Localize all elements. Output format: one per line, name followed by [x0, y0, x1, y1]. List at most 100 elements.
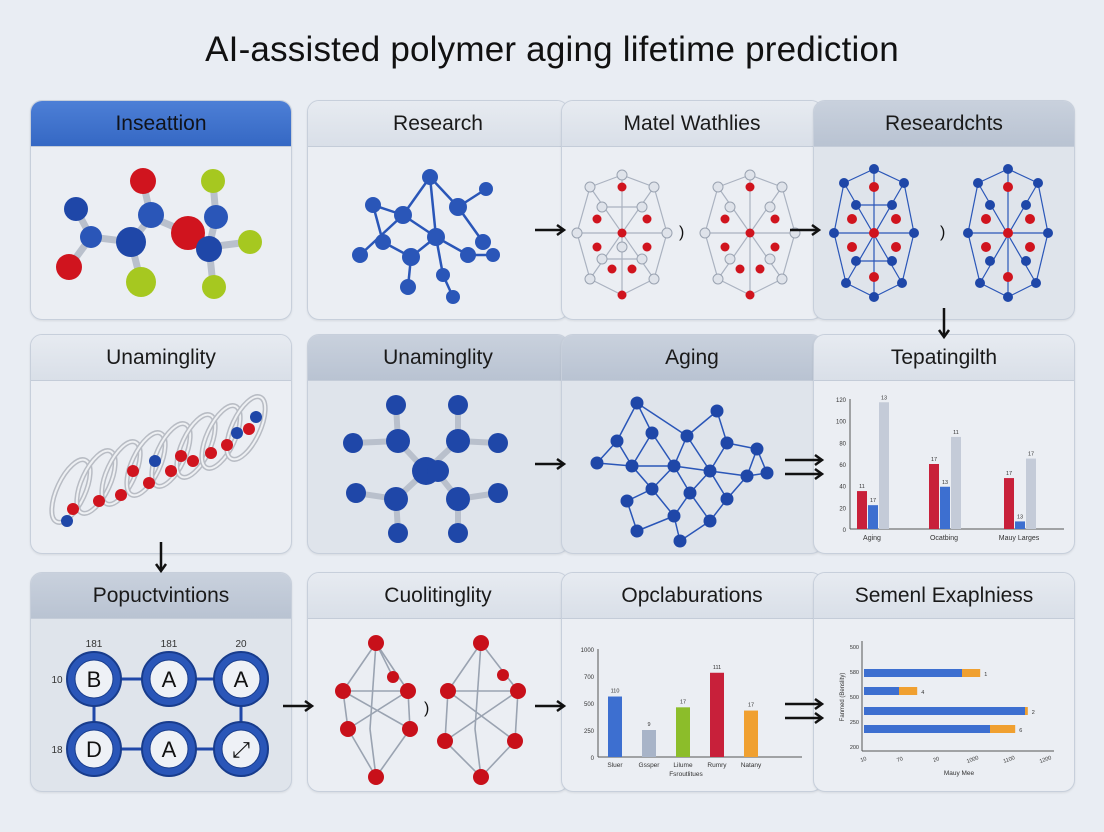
atom: [636, 201, 648, 213]
atom: [909, 228, 919, 238]
panel-unaminglity-branched: Unaminglity: [307, 334, 569, 554]
atom: [352, 247, 368, 263]
bar: [864, 707, 1025, 715]
atom: [475, 234, 491, 250]
panel-header: Inseattion: [31, 101, 291, 147]
x-tick-label: Natany: [741, 762, 762, 769]
polymer-helix: [31, 381, 291, 553]
arrow-down-icon: [153, 540, 169, 576]
atom: [149, 455, 161, 467]
data-label: 17: [1028, 452, 1034, 458]
atom: [446, 429, 470, 453]
atom: [365, 197, 381, 213]
atom: [171, 216, 205, 250]
ring-badge-inner: [149, 659, 189, 699]
atom: [724, 201, 736, 213]
y-tick-label: 250: [850, 720, 859, 726]
data-label: 13: [942, 480, 948, 486]
row-label: 10: [51, 675, 63, 686]
bar: [899, 687, 918, 695]
atom: [446, 290, 460, 304]
bond: [616, 402, 638, 442]
panel-header: Tepatingilth: [814, 335, 1074, 381]
x-axis-label: Fsroutlitues: [669, 771, 703, 778]
atom: [616, 169, 628, 181]
atom: [869, 164, 879, 174]
atom: [703, 514, 717, 528]
atom: [1043, 228, 1053, 238]
data-label: 17: [870, 498, 876, 504]
svg-text:): ): [424, 700, 429, 717]
atom: [699, 227, 711, 239]
atom: [386, 395, 406, 415]
atom: [724, 253, 736, 265]
atom: [1031, 278, 1041, 288]
y-tick-label: 700: [584, 675, 595, 681]
atom: [507, 733, 523, 749]
svg-text:): ): [940, 224, 945, 241]
x-tick-label: 1100: [1003, 755, 1016, 765]
atom: [238, 230, 262, 254]
atom: [187, 455, 199, 467]
atom: [776, 273, 788, 285]
atom: [448, 395, 468, 415]
atom: [764, 201, 776, 213]
atom: [340, 721, 356, 737]
atom: [221, 439, 233, 451]
x-tick-label: Rumry: [707, 762, 727, 769]
atom: [617, 290, 627, 300]
crystal-lattice-pair: ): [562, 147, 822, 319]
atom: [740, 469, 754, 483]
atom: [617, 228, 627, 238]
bond: [636, 515, 675, 532]
atom: [720, 214, 730, 224]
y-tick-label: 500: [850, 645, 859, 651]
panel-unaminglity-helix: Unaminglity: [30, 334, 292, 554]
panel-header: Research: [308, 101, 568, 147]
bar: [1015, 521, 1025, 529]
atom: [127, 465, 139, 477]
atom: [488, 483, 508, 503]
atom: [720, 436, 734, 450]
data-label: 2: [1032, 710, 1035, 716]
atom: [486, 248, 500, 262]
atom: [592, 242, 602, 252]
data-label: 111: [713, 665, 721, 671]
ring-badge-inner: [221, 729, 261, 769]
atom: [851, 200, 861, 210]
panel-header: Matel Wathlies: [562, 101, 822, 147]
atom: [335, 683, 351, 699]
bar: [642, 730, 656, 757]
helix-loop-highlight: [125, 431, 167, 497]
y-tick-label: 200: [850, 745, 859, 751]
bar: [1004, 478, 1014, 529]
bar: [940, 486, 950, 529]
atom: [205, 447, 217, 459]
atom: [645, 482, 659, 496]
atom: [1003, 228, 1013, 238]
atom: [841, 278, 851, 288]
helix-loop-highlight: [100, 440, 142, 506]
atom: [744, 169, 756, 181]
atom: [590, 456, 604, 470]
bond: [686, 410, 718, 437]
atom: [592, 214, 602, 224]
atom: [427, 228, 445, 246]
data-label: 6: [1019, 728, 1022, 734]
molecular-network: [308, 147, 568, 319]
atom: [116, 227, 146, 257]
y-tick-label: 20: [839, 506, 846, 512]
page-title: AI-assisted polymer aging lifetime predi…: [205, 30, 899, 69]
atom: [1003, 272, 1013, 282]
ring-badge-inner: [74, 729, 114, 769]
panel-header: Aging: [562, 335, 822, 381]
atom: [130, 168, 156, 194]
y-tick-label: 100: [836, 420, 847, 426]
panel-header: Popuctvintions: [31, 573, 291, 619]
atom: [764, 253, 776, 265]
atom: [616, 241, 628, 253]
atom: [115, 489, 127, 501]
panel-header: Opclaburations: [562, 573, 822, 619]
